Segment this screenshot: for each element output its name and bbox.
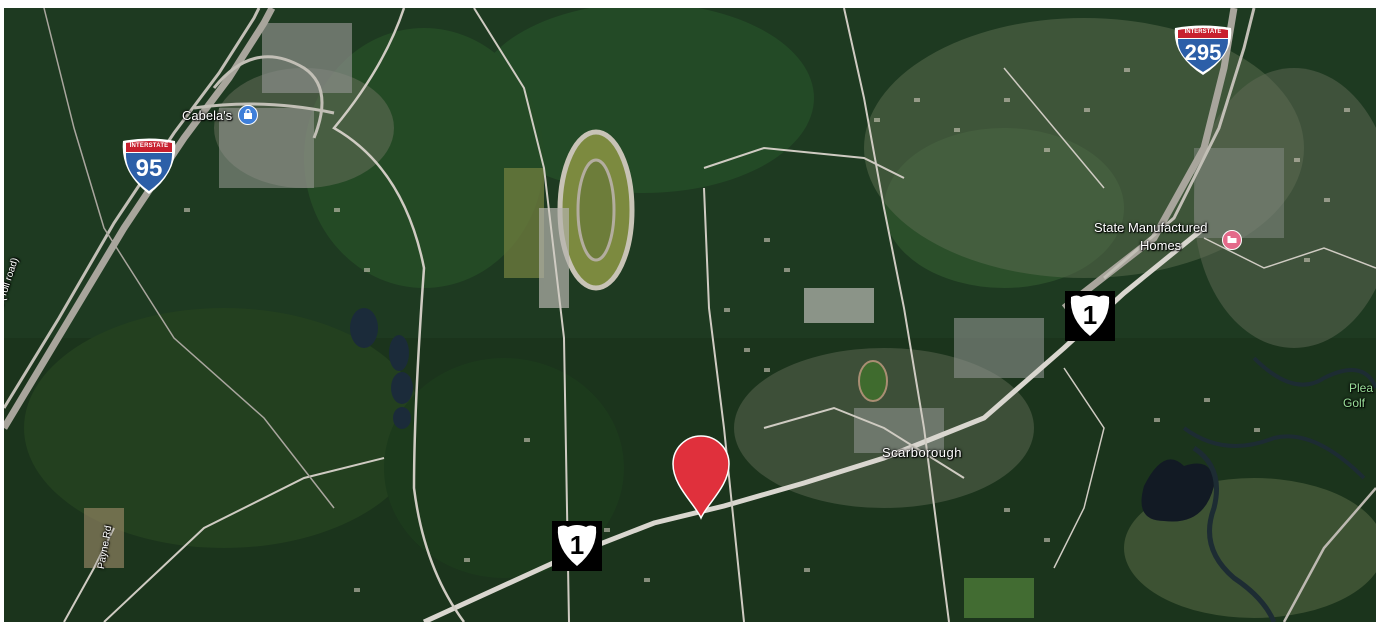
home-icon: [1227, 236, 1237, 243]
interstate-shield-icon: [1174, 25, 1232, 75]
golf-label-line1[interactable]: Plea: [1349, 381, 1374, 395]
cabelas-poi[interactable]: [238, 105, 258, 125]
interstate-shield-icon: [122, 138, 176, 194]
interstate-295-banner: INTERSTATE: [1184, 29, 1222, 35]
interstate-95-banner: INTERSTATE: [129, 143, 169, 149]
satellite-map[interactable]: Cabela's State Manufactured Homes Scarbo…: [4, 8, 1376, 622]
shopping-bag-icon: [244, 108, 252, 119]
interstate-95-number: 95: [135, 155, 163, 182]
location-marker[interactable]: [671, 434, 731, 520]
satellite-imagery: [4, 8, 1376, 622]
location-pin-icon: [672, 435, 730, 520]
scarborough-label[interactable]: Scarborough: [882, 445, 962, 460]
us-route-shield-icon: [552, 521, 602, 571]
us-route-1-number-right: 1: [1082, 300, 1098, 330]
cabelas-label[interactable]: Cabela's: [182, 108, 233, 123]
interstate-95-shield: INTERSTATE 95: [120, 138, 178, 196]
us-route-1-shield-right: 1: [1065, 291, 1115, 341]
state-manufactured-label-line1[interactable]: State Manufactured: [1094, 220, 1208, 235]
us-route-1-shield-left: 1: [552, 521, 602, 571]
us-route-shield-icon: [1065, 291, 1115, 341]
state-manufactured-poi[interactable]: [1222, 230, 1242, 250]
interstate-295-shield: INTERSTATE 295: [1172, 25, 1232, 83]
us-route-1-number-left: 1: [569, 530, 585, 560]
interstate-295-number: 295: [1184, 40, 1222, 65]
state-manufactured-label-line2[interactable]: Homes: [1140, 238, 1182, 253]
golf-label-line2[interactable]: Golf: [1343, 396, 1366, 410]
